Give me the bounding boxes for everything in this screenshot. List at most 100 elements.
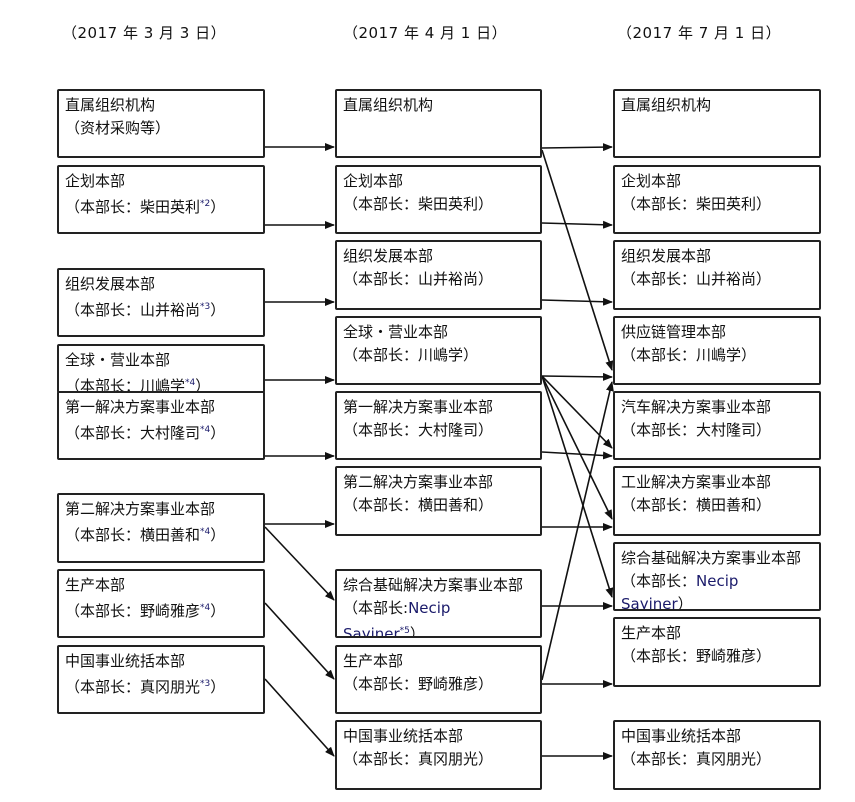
org-name: 中国事业统括本部 <box>65 652 186 670</box>
transition-arrow <box>541 297 613 306</box>
org-head-line: （本部长：真冈朋光*3） <box>65 678 225 696</box>
org-box: 生产本部 （本部长：野崎雅彦） <box>613 617 821 687</box>
head-label: （本部长：柴田英利 <box>65 198 201 216</box>
org-head-line: （本部长：山并裕尚） <box>343 270 493 288</box>
transition-arrow <box>541 375 614 598</box>
org-box: 生产本部 （本部长：野崎雅彦） <box>335 645 542 714</box>
org-box: 企划本部 （本部长：柴田英利*2） <box>57 165 265 234</box>
head-label: （本部长：大村隆司 <box>65 424 201 442</box>
transition-arrow <box>541 372 613 381</box>
footnote-mark: *2 <box>200 199 211 209</box>
close-paren: ） <box>210 602 226 620</box>
org-head-line: （本部长：大村隆司*4） <box>65 424 225 442</box>
transition-arrow <box>541 451 613 460</box>
close-paren: ） <box>409 625 425 638</box>
transition-arrow <box>541 220 613 229</box>
head-label: （本部长：川嶋学 <box>65 377 186 393</box>
column-date-3: （2017 年 7 月 1 日） <box>617 24 782 42</box>
org-name: 直属组织机构 <box>343 96 434 114</box>
org-box: 直属组织机构（资材采购等） <box>57 89 265 158</box>
head-label: （本部长：川嶋学） <box>621 346 757 364</box>
head-label: （本部长：横田善和 <box>65 526 201 544</box>
org-head-line: （本部长：川嶋学） <box>343 346 478 364</box>
head-label: （本部长：横田善和） <box>621 496 772 514</box>
org-name: 生产本部 <box>65 576 126 594</box>
close-paren: ） <box>210 424 226 442</box>
org-head-line: （本部长：真冈朋光） <box>621 750 771 768</box>
org-name: 综合基础解决方案事业本部 <box>621 549 802 567</box>
org-box: 中国事业统括本部（本部长：真冈朋光） <box>613 720 821 790</box>
org-head-line: （本部长:Necip Sayiner*5） <box>343 599 451 638</box>
org-box: 第一解决方案事业本部 （本部长：大村隆司*4） <box>57 391 265 460</box>
org-name: 生产本部 <box>621 624 682 642</box>
org-name: 第二解决方案事业本部 <box>343 473 494 491</box>
org-head-line: （本部长：大村隆司） <box>621 421 771 439</box>
org-name: 工业解决方案事业本部 <box>621 473 772 491</box>
head-label: （本部长：山并裕尚 <box>65 301 201 319</box>
org-head-line: （本部长：横田善和） <box>343 496 493 514</box>
org-box: 中国事业统括本部 （本部长：真冈朋光） <box>335 720 542 790</box>
close-paren: ） <box>210 678 226 696</box>
head-label: （本部长：大村隆司） <box>621 421 772 439</box>
column-date-1: （2017 年 3 月 3 日） <box>62 24 227 42</box>
transition-arrow <box>264 526 335 601</box>
org-name: 全球・营业本部 <box>65 351 171 369</box>
org-name: 企划本部 <box>65 172 126 190</box>
org-box: 企划本部 （本部长：柴田英利） <box>613 165 821 234</box>
org-name: 直属组织机构 <box>621 96 712 114</box>
transition-arrow <box>264 678 335 757</box>
head-label: （本部长：柴田英利） <box>621 195 772 213</box>
head-label: （本部长：山并裕尚） <box>343 270 494 288</box>
org-name: 第一解决方案事业本部 <box>65 398 216 416</box>
org-box: 全球・营业本部（本部长：川嶋学） <box>335 316 542 385</box>
org-box: 综合基础解决方案事业本部 （本部长：Necip Sayiner） <box>613 542 821 611</box>
org-head-line: （本部长：野崎雅彦*4） <box>65 602 225 620</box>
footnote-mark: *3 <box>200 302 211 312</box>
org-head-line: （本部长：野崎雅彦） <box>621 647 771 665</box>
head-label: （本部长：川嶋学） <box>343 346 479 364</box>
org-name: 企划本部 <box>343 172 404 190</box>
transition-arrow <box>541 381 614 681</box>
head-label: （本部长：山并裕尚） <box>621 270 772 288</box>
footnote-mark: *5 <box>399 626 410 636</box>
head-label: （本部长：真冈朋光 <box>65 678 201 696</box>
transition-arrow <box>541 375 613 449</box>
org-head-line: （本部长：真冈朋光） <box>343 750 493 768</box>
org-box: 组织发展本部（本部长：山并裕尚） <box>613 240 821 310</box>
org-name: 直属组织机构 <box>65 96 156 114</box>
org-box: 中国事业统括本部 （本部长：真冈朋光*3） <box>57 645 265 714</box>
org-head-line: （本部长：柴田英利*2） <box>65 198 225 216</box>
close-paren: ） <box>210 301 226 319</box>
close-paren: ） <box>210 526 226 544</box>
head-label: （本部长：野崎雅彦） <box>621 647 772 665</box>
org-box: 工业解决方案事业本部 （本部长：横田善和） <box>613 466 821 536</box>
head-label: （本部长：大村隆司） <box>343 421 494 439</box>
head-latin-name: Necip Sayiner <box>343 599 451 638</box>
org-box: 组织发展本部（本部长：山并裕尚*3） <box>57 268 265 337</box>
org-head-line: （本部长：横田善和） <box>621 496 771 514</box>
head-label: （本部长：真冈朋光） <box>621 750 772 768</box>
transition-arrow <box>264 602 335 680</box>
org-box: 综合基础解决方案事业本部（本部长:Necip Sayiner*5） <box>335 569 542 638</box>
head-label: （本部长: <box>343 599 409 617</box>
org-name: 中国事业统括本部 <box>343 727 464 745</box>
head-latin-name: Necip Sayiner <box>621 572 739 611</box>
close-paren: ） <box>195 377 211 393</box>
org-box: 组织发展本部（本部长：山并裕尚） <box>335 240 542 310</box>
org-name: 企划本部 <box>621 172 682 190</box>
org-head-line: （本部长：山并裕尚） <box>621 270 771 288</box>
org-head-line: （本部长：Necip Sayiner） <box>621 572 739 611</box>
org-name: 汽车解决方案事业本部 <box>621 398 772 416</box>
head-label: （本部长：横田善和） <box>343 496 494 514</box>
org-head-line: （本部长：横田善和*4） <box>65 526 225 544</box>
org-box: 全球・营业本部（本部长：川嶋学*4） <box>57 344 265 393</box>
org-box: 供应链管理本部（本部长：川嶋学） <box>613 316 821 385</box>
org-name: 生产本部 <box>343 652 404 670</box>
org-head-line: （本部长：野崎雅彦） <box>343 675 493 693</box>
org-box: 企划本部（本部长：柴田英利） <box>335 165 542 234</box>
footnote-mark: *4 <box>200 527 211 537</box>
footnote-mark: *4 <box>200 603 211 613</box>
head-label: （本部长：真冈朋光） <box>343 750 494 768</box>
org-head-line: （本部长：山并裕尚*3） <box>65 301 225 319</box>
